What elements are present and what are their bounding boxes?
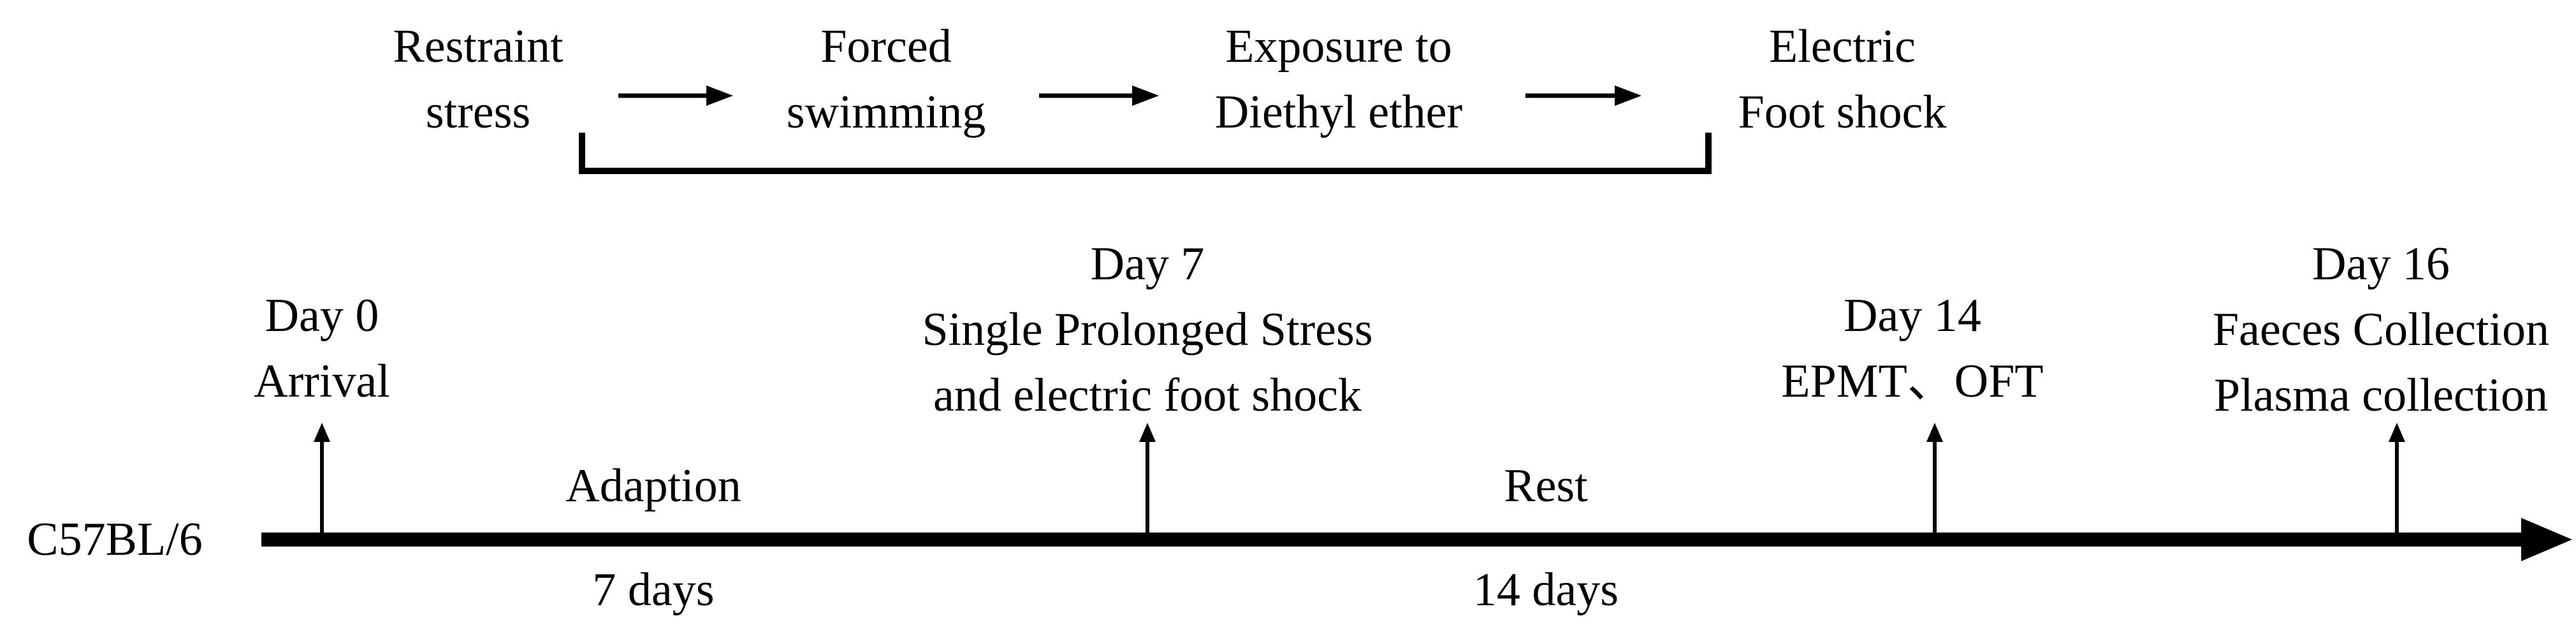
protocol-step-line1: Electric (1768, 20, 1916, 73)
event-description: Faeces Collection (2212, 304, 2550, 356)
phase-name-rest: Rest (1504, 460, 1588, 512)
event-day: Day 16 (2312, 238, 2450, 290)
event-label-day16: Day 16 Faeces Collection Plasma collecti… (2190, 231, 2572, 429)
event-label-day7: Day 7 Single Prolonged Stress and electr… (848, 231, 1447, 429)
event-marker-day7 (1139, 423, 1156, 540)
event-day: Day 0 (265, 290, 379, 342)
event-description: EPMT、OFT (1781, 355, 2044, 408)
event-marker-day16 (2389, 423, 2405, 540)
protocol-step-ether: Exposure to Diethyl ether (1170, 14, 1508, 145)
protocol-step-footshock: Electric Foot shock (1692, 14, 1992, 145)
event-day: Day 7 (1090, 238, 1205, 290)
protocol-arrow-2 (1039, 85, 1159, 106)
event-description-cont: and electric foot shock (933, 369, 1362, 422)
event-marker-day14 (1926, 423, 1943, 540)
event-label-day14: Day 14 EPMT、OFT (1721, 283, 2104, 415)
event-description-cont: Plasma collection (2213, 369, 2549, 422)
protocol-step-line2: swimming (786, 86, 986, 138)
protocol-arrow-3 (1525, 85, 1641, 106)
protocol-step-restraint: Restraint stress (357, 14, 599, 145)
phase-duration-rest: 14 days (1473, 564, 1619, 616)
event-day: Day 14 (1844, 290, 1981, 342)
protocol-step-swimming: Forced swimming (739, 14, 1033, 145)
event-description: Single Prolonged Stress (922, 304, 1373, 356)
protocol-step-line1: Forced (820, 20, 952, 73)
protocol-bracket (579, 133, 1712, 174)
strain-label: C57BL/6 (27, 513, 203, 566)
timeline-axis (261, 518, 2572, 561)
event-description: Arrival (254, 355, 390, 408)
protocol-arrow-1 (618, 85, 733, 106)
protocol-step-line1: Restraint (393, 20, 564, 73)
protocol-step-line2: Foot shock (1738, 86, 1947, 138)
event-marker-day0 (314, 423, 330, 540)
phase-duration-adaption: 7 days (592, 564, 715, 616)
event-label-day0: Day 0 Arrival (194, 283, 449, 415)
protocol-step-line2: stress (425, 86, 531, 138)
protocol-step-line2: Diethyl ether (1214, 86, 1463, 138)
protocol-step-line1: Exposure to (1225, 20, 1452, 73)
phase-name-adaption: Adaption (565, 460, 741, 512)
